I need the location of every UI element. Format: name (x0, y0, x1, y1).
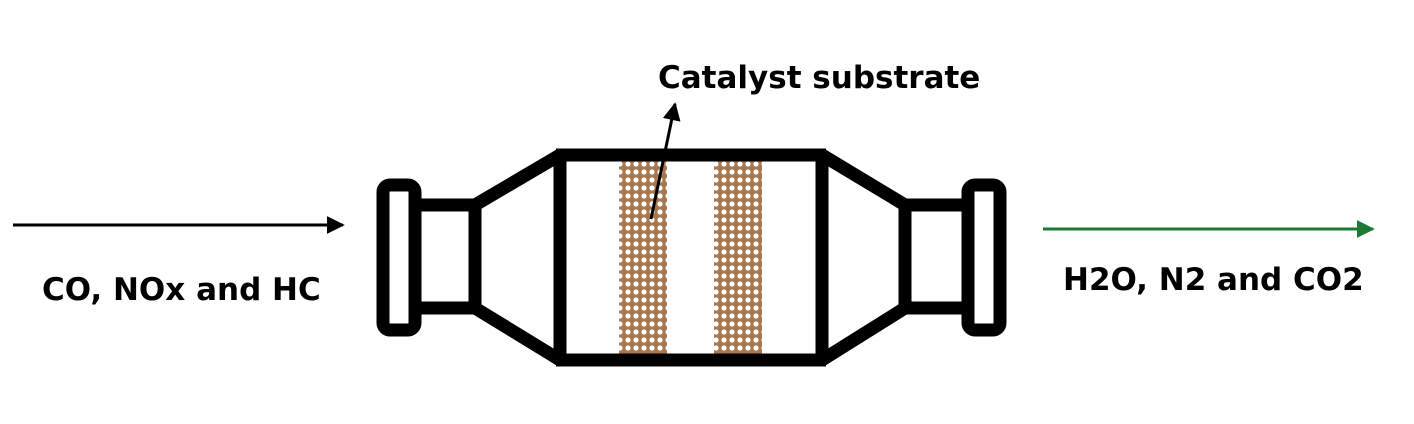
left-cone (468, 148, 567, 367)
converter-body (376, 148, 1007, 367)
main-shell (553, 148, 829, 367)
left-pipe (408, 198, 482, 315)
substrate-brick-2 (714, 150, 762, 360)
right-pipe (898, 198, 975, 315)
catalyst-pointer-arrow (649, 102, 681, 220)
right-flange (961, 178, 1007, 337)
catalyst-substrate-label: Catalyst substrate (658, 60, 981, 96)
right-cone (815, 148, 912, 367)
input-gases-label: CO, NOx and HC (42, 272, 321, 308)
output-gases-label: H2O, N2 and CO2 (1063, 262, 1364, 298)
